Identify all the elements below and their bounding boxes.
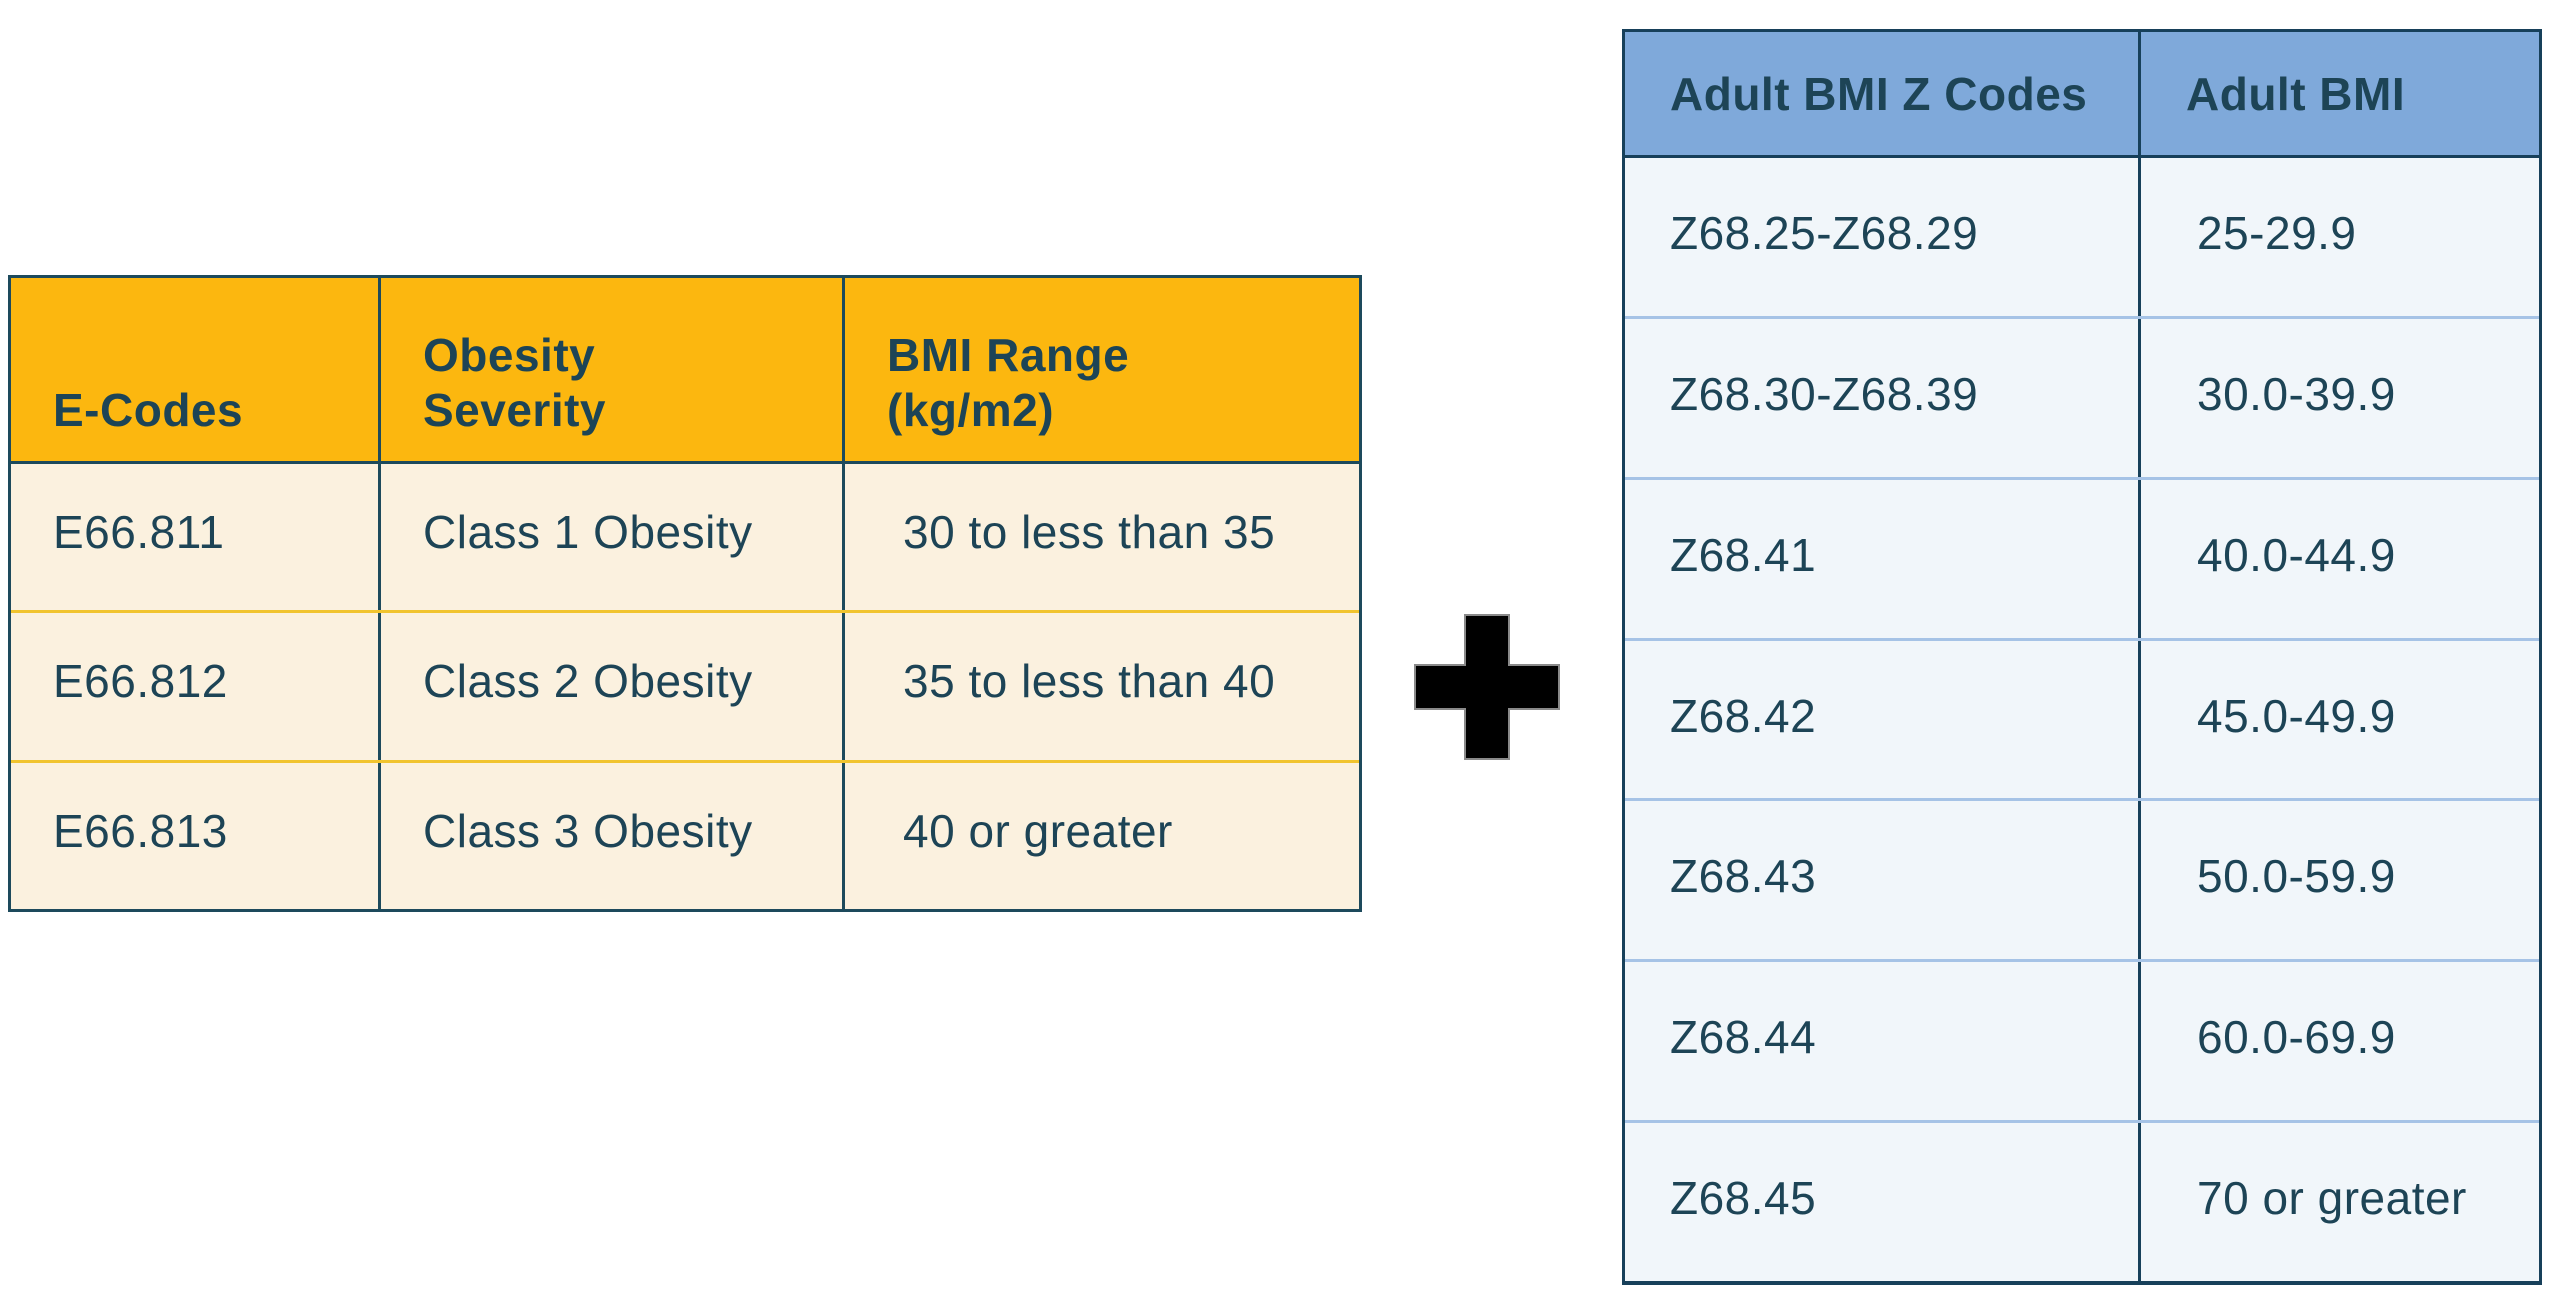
cell-z-code: Z68.41	[1625, 479, 2141, 638]
table-row: Z68.25-Z68.29 25-29.9	[1625, 158, 2539, 316]
obesity-table-header-row: E-Codes Obesity Severity BMI Range (kg/m…	[11, 278, 1359, 464]
cell-e-code: E66.811	[11, 464, 381, 611]
header-cell-adult-bmi-z-codes: Adult BMI Z Codes	[1625, 32, 2141, 155]
cell-bmi-range: 30 to less than 35	[903, 506, 1276, 559]
cell-bmi: 40.0-44.9	[2197, 528, 2396, 581]
header-cell-adult-bmi: Adult BMI	[2186, 67, 2406, 120]
table-row: Z68.41 40.0-44.9	[1625, 476, 2539, 638]
cell-bmi: 45.0-49.9	[2197, 689, 2396, 742]
cell-e-code: E66.813	[11, 762, 381, 909]
plus-icon	[1413, 613, 1561, 761]
table-row: E66.811 Class 1 Obesity 30 to less than …	[11, 464, 1359, 611]
cell-severity: Class 1 Obesity	[381, 464, 845, 611]
table-row: Z68.44 60.0-69.9	[1625, 959, 2539, 1121]
header-cell-e-codes: E-Codes	[11, 278, 381, 461]
cell-severity: Class 2 Obesity	[381, 613, 845, 760]
cell-bmi: 30.0-39.9	[2197, 367, 2396, 420]
cell-z-code: Z68.43	[1625, 801, 2141, 960]
obesity-severity-table: E-Codes Obesity Severity BMI Range (kg/m…	[8, 275, 1362, 912]
cell-bmi: 50.0-59.9	[2197, 850, 2396, 903]
cell-severity: Class 3 Obesity	[381, 762, 845, 909]
table-row: Z68.45 70 or greater	[1625, 1120, 2539, 1282]
cell-z-code: Z68.42	[1625, 640, 2141, 799]
cell-bmi: 60.0-69.9	[2197, 1011, 2396, 1064]
cell-z-code: Z68.44	[1625, 962, 2141, 1121]
cell-z-code: Z68.45	[1625, 1123, 2141, 1282]
cell-z-code: Z68.30-Z68.39	[1625, 318, 2141, 477]
table-row: Z68.42 45.0-49.9	[1625, 637, 2539, 799]
cell-e-code: E66.812	[11, 613, 381, 760]
cell-bmi-range: 40 or greater	[903, 804, 1173, 857]
adult-bmi-z-codes-table: Adult BMI Z Codes Adult BMI Z68.25-Z68.2…	[1622, 29, 2542, 1285]
table-row: E66.812 Class 2 Obesity 35 to less than …	[11, 610, 1359, 760]
header-cell-bmi-range: BMI Range (kg/m2)	[887, 329, 1130, 436]
cell-z-code: Z68.25-Z68.29	[1625, 158, 2141, 316]
z-codes-table-header-row: Adult BMI Z Codes Adult BMI	[1625, 32, 2539, 158]
cell-bmi-range: 35 to less than 40	[903, 655, 1276, 708]
cell-bmi: 25-29.9	[2197, 206, 2357, 259]
cell-bmi: 70 or greater	[2197, 1172, 2467, 1225]
table-row: Z68.30-Z68.39 30.0-39.9	[1625, 315, 2539, 477]
table-row: E66.813 Class 3 Obesity 40 or greater	[11, 759, 1359, 909]
table-row: Z68.43 50.0-59.9	[1625, 798, 2539, 960]
header-cell-obesity-severity: Obesity Severity	[381, 278, 845, 461]
